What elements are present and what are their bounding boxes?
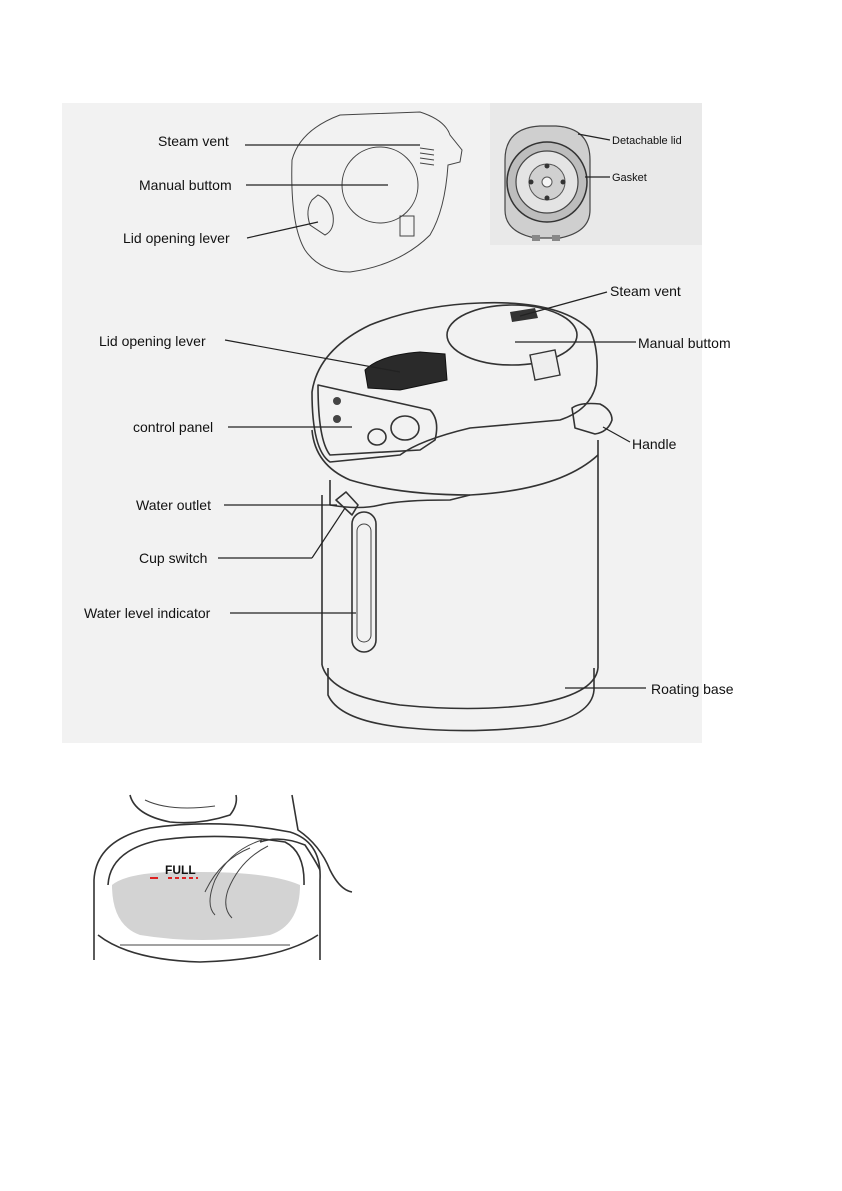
leader-cup-switch-b [311, 507, 346, 559]
label-lid-opening-lever: Lid opening lever [123, 230, 230, 246]
label-water-level-indicator: Water level indicator [84, 605, 211, 621]
label-rotating-base: Roating base [651, 681, 734, 697]
leader-main-steam-vent [519, 291, 608, 317]
lid-illustration [291, 111, 463, 273]
label-handle: Handle [632, 436, 677, 452]
label-water-outlet: Water outlet [136, 497, 211, 513]
label-main-manual-button: Manual buttom [638, 335, 731, 351]
label-gasket: Gasket [612, 172, 647, 184]
leader-main-lid-opening-lever [224, 339, 401, 373]
label-detachable-lid: Detachable lid [612, 135, 682, 147]
label-main-steam-vent: Steam vent [610, 283, 681, 299]
label-control-panel: control panel [133, 419, 213, 435]
label-cup-switch: Cup switch [139, 550, 207, 566]
label-main-lid-opening-lever: Lid opening lever [99, 333, 206, 349]
filling-illustration: FULL [90, 792, 353, 968]
leader-handle [602, 426, 631, 443]
pot-top-view [504, 125, 591, 241]
label-lid-manual-button: Manual buttom [139, 177, 232, 193]
pot-illustration [311, 301, 613, 732]
leader-detachable-lid [577, 133, 611, 141]
leader-lid-opening-lever [246, 221, 319, 239]
steam-vent-slots [419, 147, 435, 166]
label-lid-steam-vent: Steam vent [158, 133, 229, 149]
full-level-mark: FULL [165, 863, 196, 877]
